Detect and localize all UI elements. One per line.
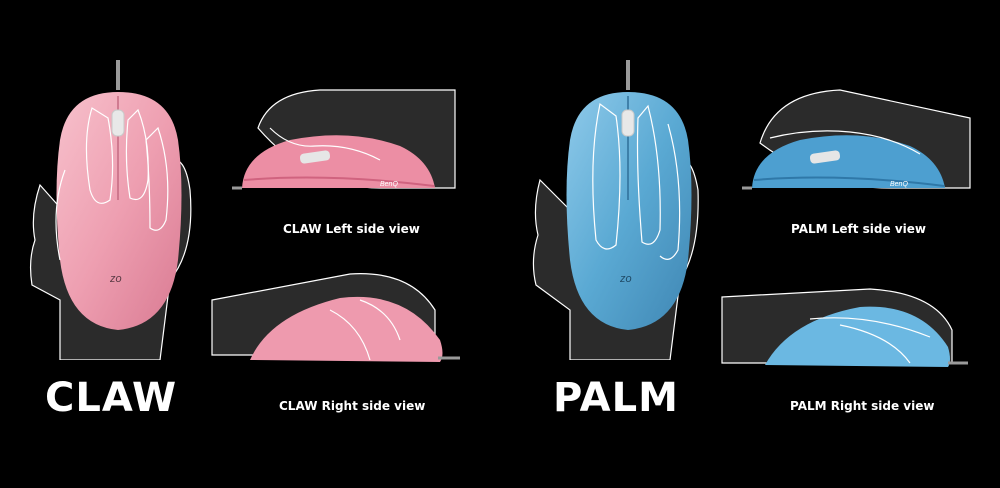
palm-left-view-caption: PALM Left side view — [791, 222, 926, 236]
palm-top-view-illustration: zo — [532, 60, 699, 360]
claw-title: CLAW — [45, 375, 178, 421]
svg-text:zo: zo — [109, 273, 122, 285]
svg-text:zo: zo — [619, 273, 632, 285]
claw-left-brand-mark: BenQ — [380, 181, 398, 188]
palm-title: PALM — [553, 375, 679, 421]
claw-left-view-caption: CLAW Left side view — [283, 222, 420, 236]
palm-right-side-view-illustration — [721, 288, 968, 367]
palm-left-side-view-illustration: BenQ — [742, 89, 971, 190]
claw-right-side-view-illustration — [211, 273, 460, 362]
palm-right-view-caption: PALM Right side view — [790, 399, 935, 413]
claw-top-view-illustration: zo — [29, 60, 192, 360]
claw-right-view-caption: CLAW Right side view — [279, 399, 426, 413]
palm-left-brand-mark: BenQ — [890, 181, 908, 188]
palm-panel: zo BenQ PALM Left side view PALM Right s… — [500, 0, 1000, 488]
claw-left-side-view-illustration: BenQ — [232, 89, 456, 190]
claw-panel: zo BenQ CLAW Left side view CLAW Right s… — [29, 60, 460, 421]
